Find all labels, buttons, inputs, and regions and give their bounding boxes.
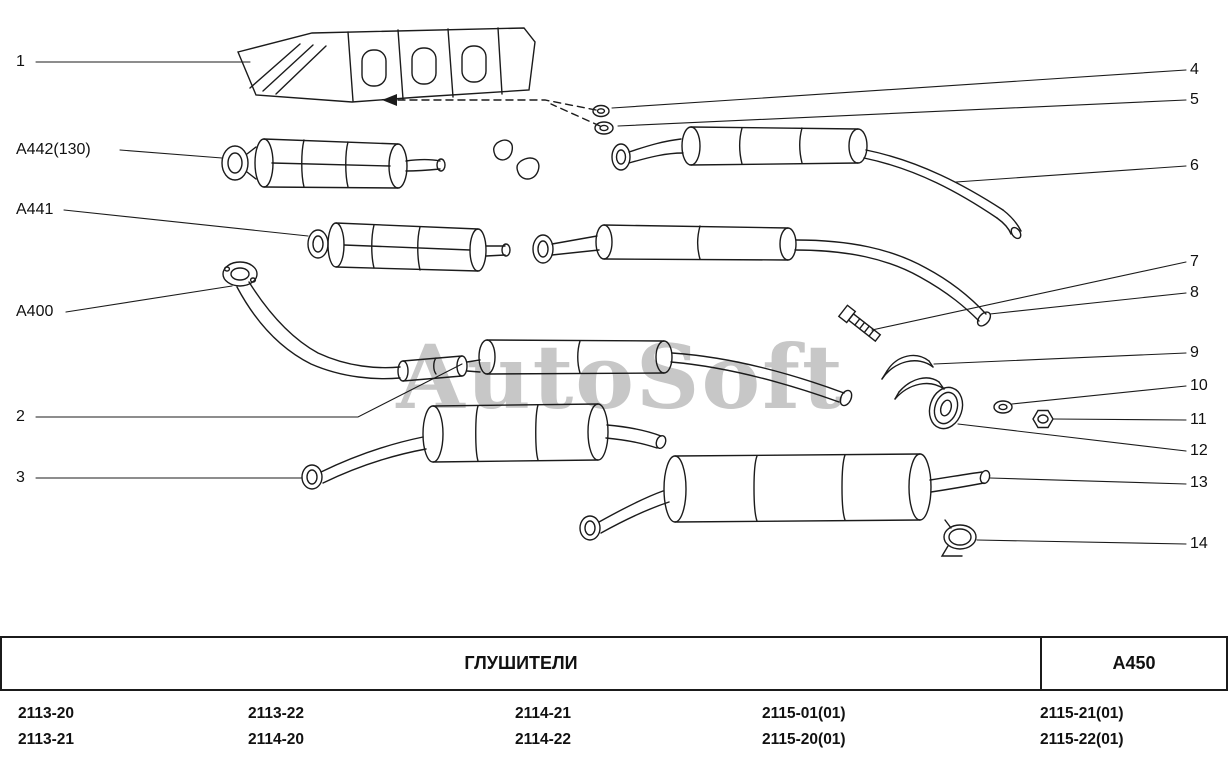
model-code: 2113-20: [18, 705, 75, 722]
callout-6: 6: [1190, 157, 1199, 174]
callout-8: 8: [1190, 284, 1199, 301]
callout-a441: A441: [16, 201, 54, 218]
front-muffler-part-3: [301, 403, 667, 490]
callout-9: 9: [1190, 344, 1199, 361]
callout-7: 7: [1190, 253, 1199, 270]
callout-14: 14: [1190, 535, 1208, 552]
callout-13: 13: [1190, 474, 1208, 491]
clamp-bracket-part-9: [881, 354, 945, 400]
model-column: 2113-22 2114-20: [248, 701, 304, 753]
model-column: 2115-01(01) 2115-20(01): [762, 701, 846, 753]
callout-4: 4: [1190, 61, 1199, 78]
catalytic-converter-part-a442: [221, 138, 540, 189]
section-title: ГЛУШИТЕЛИ: [464, 653, 578, 673]
washer-part-10: [993, 400, 1013, 414]
middle-silencer-part-6: [611, 126, 1022, 240]
nut-part-11: [1032, 409, 1054, 429]
callout-1: 1: [16, 53, 25, 70]
nut-part-5: [594, 121, 614, 135]
catalytic-converter-part-a441: [307, 222, 511, 272]
rear-muffler-part-13: [579, 453, 991, 541]
bolt-part-7: [837, 304, 882, 343]
heat-shield-part: [237, 27, 536, 103]
downpipe-part-a400: [222, 261, 401, 380]
model-code: 2115-01(01): [762, 705, 846, 722]
callout-3: 3: [16, 469, 25, 486]
model-column: 2115-21(01) 2115-22(01): [1040, 701, 1124, 753]
model-column: 2114-21 2114-22: [515, 701, 571, 753]
model-code: 2114-20: [248, 731, 305, 748]
callout-12: 12: [1190, 442, 1208, 459]
washer-part-4: [592, 104, 610, 118]
center-pipe-resonator: [532, 224, 992, 327]
center-pipe-part-2: [397, 339, 853, 407]
section-code: A450: [1040, 638, 1226, 689]
callout-11: 11: [1190, 411, 1207, 428]
clamp-part-14: [940, 519, 977, 557]
leader-lines: [35, 61, 1187, 545]
rubber-hanger-part-12: [928, 386, 964, 430]
model-code: 2115-20(01): [762, 731, 846, 748]
model-code: 2115-22(01): [1040, 731, 1124, 748]
callout-2: 2: [16, 408, 25, 425]
table-header-band: ГЛУШИТЕЛИ A450: [0, 636, 1228, 691]
model-list: 2113-20 2113-21 2113-22 2114-20 2114-21 …: [0, 701, 1228, 757]
callout-10: 10: [1190, 377, 1208, 394]
model-code: 2114-21: [515, 705, 572, 722]
model-code: 2115-21(01): [1040, 705, 1124, 722]
callout-a400: A400: [16, 303, 54, 320]
callout-a442: A442(130): [16, 141, 91, 158]
assembly-direction-arrows: [382, 94, 601, 127]
model-column: 2113-20 2113-21: [18, 701, 74, 753]
watermark: AutoSoft: [396, 325, 845, 429]
model-code: 2113-22: [248, 705, 305, 722]
callout-5: 5: [1190, 91, 1199, 108]
model-code: 2114-22: [515, 731, 572, 748]
exhaust-system-diagram: [35, 27, 1187, 557]
model-code: 2113-21: [18, 731, 75, 748]
